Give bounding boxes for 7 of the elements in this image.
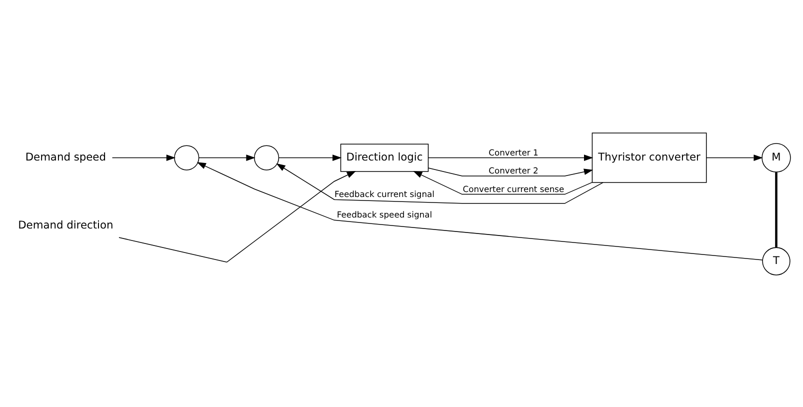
node-text: Demand speed	[25, 150, 106, 164]
edge-label: Feedback speed signal	[336, 209, 432, 220]
edge-label: Converter 1	[488, 146, 538, 157]
edge-label: Feedback current signal	[334, 188, 434, 199]
node-text: Demand direction	[18, 218, 114, 231]
edge-label: Converter 2	[488, 165, 538, 176]
edge-label: Converter current sense	[462, 183, 564, 194]
